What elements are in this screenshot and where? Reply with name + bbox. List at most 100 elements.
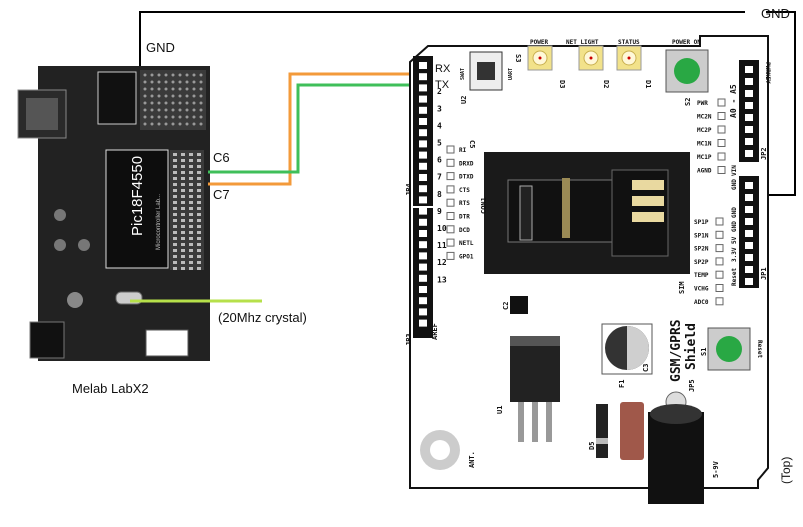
labx2-header-pin xyxy=(189,201,193,204)
right-header-pin xyxy=(745,78,753,85)
proto-dot xyxy=(171,80,175,84)
labx2-header-pin xyxy=(189,243,193,246)
proto-dot xyxy=(178,94,182,98)
labx2-header-pin xyxy=(197,243,201,246)
uart-pin-label: NETL xyxy=(459,240,474,247)
labx2-header-pin xyxy=(197,255,201,258)
jp2-label: JP2 xyxy=(760,147,768,160)
labx2-header-pin xyxy=(181,189,185,192)
right-header-pin xyxy=(745,114,753,121)
uart-pin-label: DRXD xyxy=(459,160,474,167)
power-on-label: POWER ON xyxy=(672,39,701,46)
uart-pin-label: CTS xyxy=(459,187,470,194)
labx2-power-jack xyxy=(29,321,65,359)
labx2-header-pin xyxy=(197,195,201,198)
proto-dot xyxy=(157,122,161,126)
proto-dot xyxy=(199,80,203,84)
labx2-header-pin xyxy=(189,225,193,228)
s2-label: S2 xyxy=(684,98,692,106)
labx2-header-pin xyxy=(189,195,193,198)
labx2-header-pin xyxy=(189,261,193,264)
proto-dot xyxy=(185,87,189,91)
uart-pin-label: DCD xyxy=(459,227,470,234)
right-signal-label: ADC0 xyxy=(694,299,709,306)
pic-chip-label: Pic18F4550 xyxy=(129,156,146,236)
proto-dot xyxy=(178,80,182,84)
v59-label: 5-9V xyxy=(712,460,720,478)
c6-label: C6 xyxy=(213,150,230,165)
labx2-header-pin xyxy=(173,189,177,192)
digital-pin-label: 11 xyxy=(437,241,447,250)
right-header-pin xyxy=(745,182,753,189)
s1-label: S1 xyxy=(700,348,708,356)
proto-dot xyxy=(192,94,196,98)
aref-label: AREF xyxy=(431,323,439,340)
reset-label: Reset xyxy=(756,340,763,358)
right-header-pin xyxy=(745,138,753,145)
tx-label: TX xyxy=(435,79,450,91)
labx2-regulator-label xyxy=(145,329,189,357)
right-signal-label: SP2P xyxy=(694,259,709,266)
uart-pin-pad xyxy=(446,185,455,194)
diode-d5-band xyxy=(596,438,608,444)
left-header-pin xyxy=(419,286,427,293)
uart-pin-pad xyxy=(446,251,455,260)
proto-dot xyxy=(150,73,154,77)
left-header-pin xyxy=(419,218,427,226)
left-header-pin xyxy=(419,118,427,125)
right-signal-label: VCHG xyxy=(694,286,709,293)
uart-pin-pad xyxy=(446,158,455,167)
uart-pin-pad xyxy=(446,172,455,181)
c2-label: C2 xyxy=(502,302,510,310)
proto-dot xyxy=(192,101,196,105)
left-header-pin xyxy=(419,151,427,159)
c7-label: C7 xyxy=(213,187,230,202)
labx2-button-2 xyxy=(54,239,66,251)
labx2-header-pin xyxy=(173,153,177,156)
proto-dot xyxy=(150,101,154,105)
labx2-header-pin xyxy=(181,243,185,246)
proto-dot xyxy=(164,122,168,126)
right-signal-pad xyxy=(715,284,724,292)
dc-jack-jp5 xyxy=(648,412,704,504)
digital-pin-label: 4 xyxy=(437,121,442,130)
proto-dot xyxy=(157,73,161,77)
f1-label: F1 xyxy=(618,380,626,388)
left-header-lower xyxy=(413,208,433,338)
labx2-header-pin xyxy=(173,219,177,222)
d2-label: D2 xyxy=(602,80,610,88)
labx2-header-pin xyxy=(189,231,193,234)
labx2-header-pin xyxy=(181,153,185,156)
labx2-header-pin xyxy=(173,231,177,234)
proto-dot xyxy=(178,87,182,91)
led-power-label: POWER xyxy=(530,39,548,46)
right-header-pin xyxy=(745,126,753,133)
labx2-header-pin xyxy=(197,237,201,240)
swat-label: SWAT xyxy=(460,68,466,80)
digital-pin-label: 2 xyxy=(437,87,442,96)
proto-dot xyxy=(185,101,189,105)
proto-dot xyxy=(192,73,196,77)
proto-dot xyxy=(199,108,203,112)
proto-dot xyxy=(171,94,175,98)
uart-pin-pad xyxy=(446,225,455,234)
power-header-label: GND xyxy=(731,221,738,232)
proto-dot xyxy=(164,73,168,77)
digital-pin-label: 8 xyxy=(437,190,442,199)
led-power xyxy=(527,45,553,71)
audio-pin-pad xyxy=(717,112,726,120)
power-header-label: Reset xyxy=(731,268,738,286)
labx2-header-pin xyxy=(173,159,177,162)
regulator-pin-1 xyxy=(518,402,524,442)
jp4-label: JP4 xyxy=(405,183,413,196)
uart-pin-label: GPO1 xyxy=(459,253,474,260)
regulator-tab xyxy=(510,336,560,348)
labx2-header-pin xyxy=(181,231,185,234)
c5-label: C5 xyxy=(468,140,476,148)
proto-dot xyxy=(185,115,189,119)
